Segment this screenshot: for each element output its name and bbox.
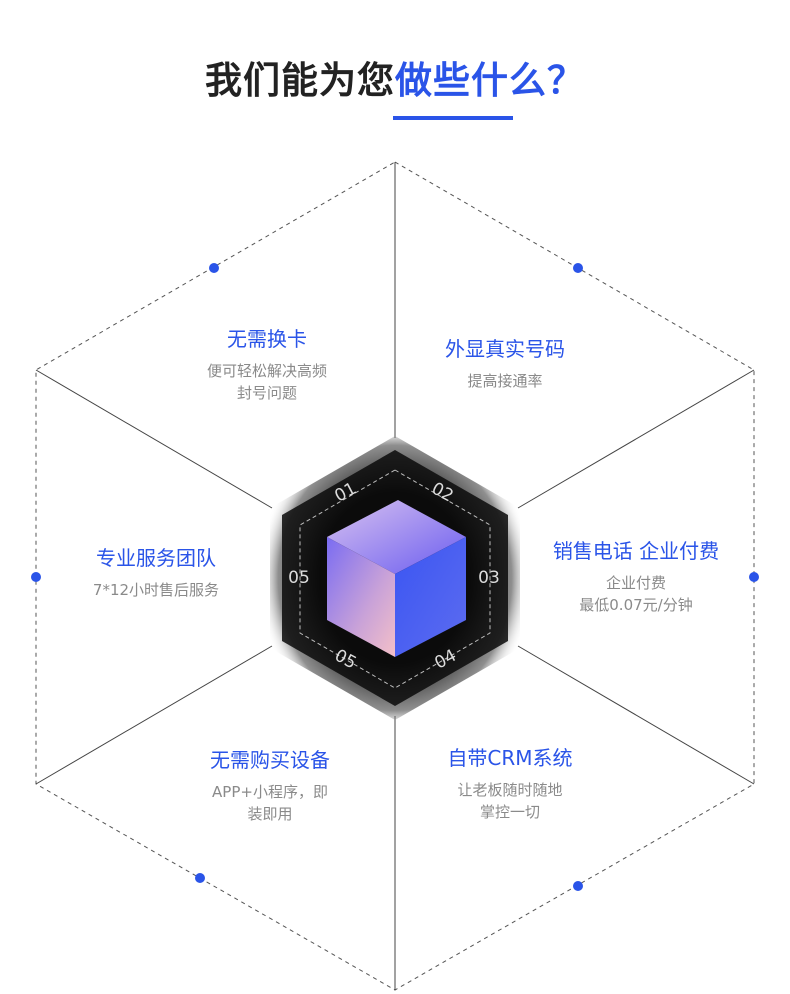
feature-desc-line1: 便可轻松解决高频 (206, 362, 327, 380)
feature-title: 专业服务团队 (96, 546, 216, 570)
feature-desc-line2: 最低0.07元/分钟 (579, 596, 693, 614)
feature-real-number: 外显真实号码 提高接通率 (385, 336, 625, 392)
hex-label-05-left: 05 (288, 568, 310, 588)
spokes (35, 162, 755, 990)
feature-title: 无需购买设备 (210, 748, 330, 772)
feature-title: 销售电话 企业付费 (552, 539, 720, 563)
hex-label-03: 03 (478, 568, 500, 588)
feature-desc-line2: 封号问题 (236, 384, 297, 402)
feature-no-sim-swap: 无需换卡 便可轻松解决高频 封号问题 (147, 326, 387, 404)
feature-title: 无需换卡 (227, 327, 307, 351)
title-underline (393, 116, 513, 120)
title-part-blue: 做些什么？ (395, 59, 585, 102)
feature-title: 自带CRM系统 (447, 746, 573, 770)
cube-icon (327, 500, 466, 657)
feature-desc-line2: 掌控一切 (479, 803, 540, 821)
title-part-dark: 我们能为您 (205, 59, 395, 102)
blue-dots (31, 263, 759, 891)
feature-title: 外显真实号码 (445, 337, 565, 361)
feature-desc-line1: APP+小程序，即 (212, 783, 328, 801)
feature-desc-line2: 装即用 (247, 805, 293, 823)
feature-enterprise-pay: 销售电话 企业付费 企业付费 最低0.07元/分钟 (516, 538, 756, 616)
feature-desc-line1: 7*12小时售后服务 (92, 581, 220, 599)
feature-no-device: 无需购买设备 APP+小程序，即 装即用 (150, 747, 390, 825)
page-title: 我们能为您做些什么？ (0, 50, 790, 104)
feature-desc-line1: 让老板随时随地 (457, 781, 563, 799)
feature-service-team: 专业服务团队 7*12小时售后服务 (36, 545, 276, 601)
feature-desc-line1: 企业付费 (605, 574, 666, 592)
feature-crm: 自带CRM系统 让老板随时随地 掌控一切 (390, 745, 630, 823)
feature-desc-line1: 提高接通率 (467, 372, 543, 390)
